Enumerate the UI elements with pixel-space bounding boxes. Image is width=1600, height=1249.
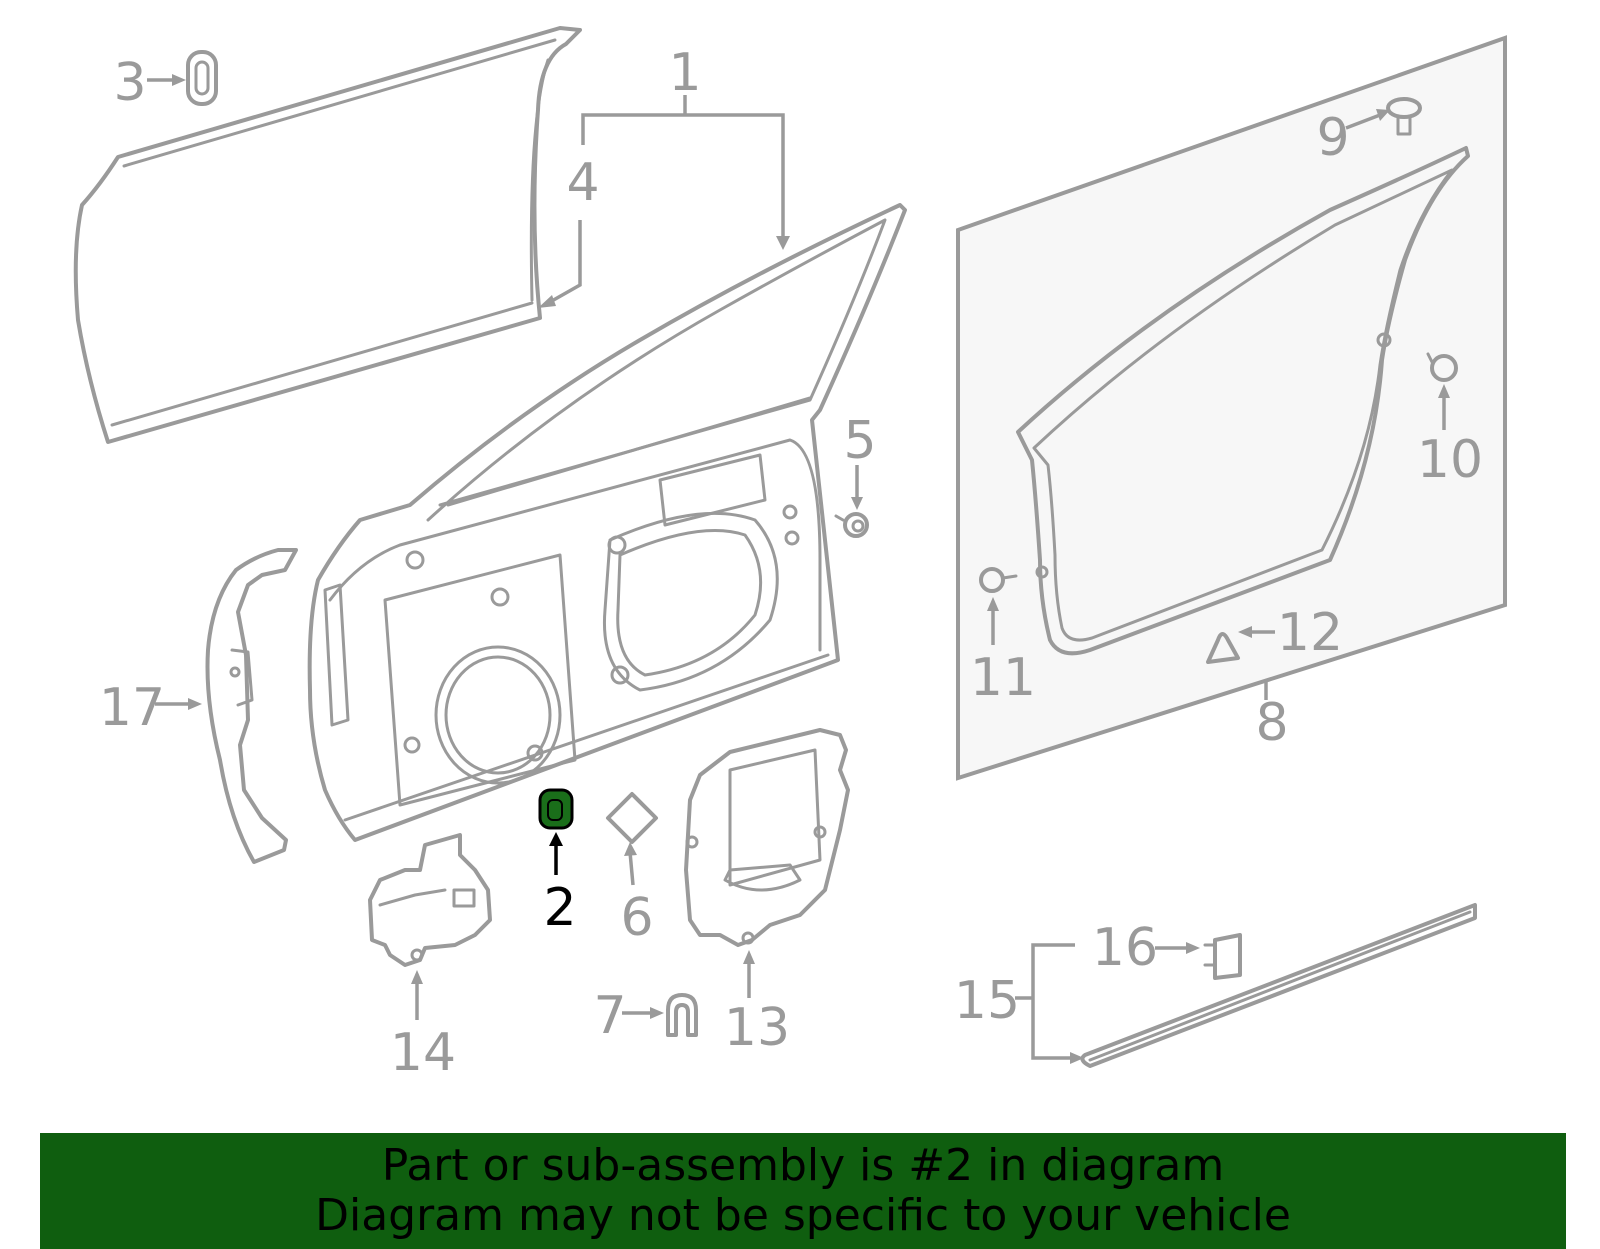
part-7-clip: [622, 993, 698, 1037]
inner-door-frame: [307, 203, 907, 842]
part-6-pad: [606, 792, 658, 886]
callout-11: 11: [970, 648, 1036, 708]
leader-1: [581, 95, 790, 250]
callout-13: 13: [724, 998, 790, 1058]
part-9-clip: [1345, 97, 1422, 136]
part-14-bracket: [368, 833, 492, 1020]
banner-line-1: Part or sub-assembly is #2 in diagram: [381, 1140, 1225, 1191]
part-5-clip: [834, 465, 869, 538]
part-13-module: [684, 728, 850, 998]
callout-2: 2: [543, 878, 576, 938]
info-banner: Part or sub-assembly is #2 in diagram Di…: [40, 1133, 1566, 1249]
part-2-plug-highlighted: [538, 788, 574, 875]
callout-3: 3: [113, 53, 146, 113]
callout-5: 5: [843, 411, 876, 471]
callout-16: 16: [1092, 918, 1158, 978]
callout-1: 1: [668, 43, 701, 103]
part-10-clip: [1426, 352, 1458, 430]
callout-12: 12: [1277, 603, 1343, 663]
part-12-clip: [1206, 626, 1275, 664]
outer-door-panel: [73, 26, 582, 444]
callout-17: 17: [99, 678, 165, 738]
leader-4: [538, 220, 582, 308]
callout-6: 6: [620, 888, 653, 948]
part-3-plug: [147, 50, 218, 106]
callout-10: 10: [1417, 430, 1483, 490]
callout-4: 4: [566, 153, 599, 213]
callout-15: 15: [954, 971, 1020, 1031]
part-11-clip: [979, 567, 1018, 645]
part-16-clip: [1155, 933, 1242, 980]
callout-7: 7: [593, 986, 626, 1046]
callout-8: 8: [1255, 693, 1288, 753]
banner-line-2: Diagram may not be specific to your vehi…: [315, 1190, 1291, 1241]
part-8-weatherstrip-panel: [956, 35, 1507, 781]
part-17-retainer: [155, 548, 298, 864]
part-15-belt-molding: [1015, 903, 1477, 1068]
callout-14: 14: [390, 1023, 456, 1083]
callout-9: 9: [1316, 108, 1349, 168]
